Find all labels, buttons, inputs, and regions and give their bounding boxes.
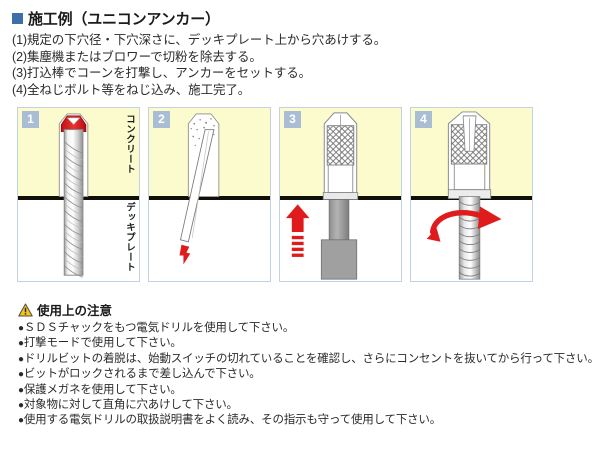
panel-number-badge: 3 bbox=[284, 111, 301, 128]
warning-triangle-icon bbox=[18, 303, 33, 316]
panel-number-badge: 2 bbox=[153, 111, 170, 128]
drill-bit-icon bbox=[58, 113, 89, 278]
procedure-step: (2)集塵機またはブロワーで切粉を除去する。 bbox=[12, 49, 262, 64]
procedure-step: (1)規定の下穴径・下穴深さに、デッキプレート上から穴あけする。 bbox=[12, 33, 387, 47]
below-deck-area bbox=[149, 200, 270, 281]
document-root: 施工例（ユニコンアンカー） (1)規定の下穴径・下穴深さに、デッキプレート上から… bbox=[12, 8, 599, 429]
procedure-step-list: (1)規定の下穴径・下穴深さに、デッキプレート上から穴あけする。 (2)集塵機ま… bbox=[12, 32, 590, 98]
page-title: 施工例（ユニコンアンカー） bbox=[12, 8, 590, 29]
caution-note: ●ドリルビットの着脱は、始動スイッチの切れていることを確認し、さらにコンセントを… bbox=[18, 352, 599, 367]
label-deck-plate: デッキプレート bbox=[124, 202, 135, 272]
caution-note: ●打撃モードで使用して下さい。 bbox=[18, 336, 590, 351]
panel-number-badge: 1 bbox=[22, 111, 39, 128]
illustration-panel-4: 4 bbox=[410, 107, 533, 282]
caution-note: ●使用する電気ドリルの取扱説明書をよく読み、その指示も守って使用して下さい。 bbox=[18, 413, 590, 428]
note-text: 使用する電気ドリルの取扱説明書をよく読み、その指示も守って使用して下さい。 bbox=[23, 414, 442, 427]
note-bullet: ● bbox=[18, 353, 24, 365]
note-text: ビットがロックされるまで差し込んで下さい。 bbox=[23, 368, 261, 381]
caution-section: 使用上の注意 ●ＳＤＳチャックをもつ電気ドリルを使用して下さい。 ●打撃モードで… bbox=[12, 300, 599, 429]
procedure-step: (4)全ねじボルト等をねじ込み、施工完了。 bbox=[12, 82, 251, 97]
illustration-panel-2: 2 bbox=[148, 107, 271, 282]
panel-number-badge: 4 bbox=[415, 111, 432, 128]
deck-plate-line bbox=[149, 196, 270, 200]
note-bullet: ● bbox=[18, 384, 24, 396]
caution-note: ●ビットがロックされるまで差し込んで下さい。 bbox=[18, 367, 590, 382]
note-bullet: ● bbox=[18, 415, 24, 427]
square-bullet-icon bbox=[12, 13, 23, 24]
caution-heading: 使用上の注意 bbox=[18, 300, 590, 319]
caution-note: ●保護メガネを使用して下さい。 bbox=[18, 383, 590, 398]
caution-title: 使用上の注意 bbox=[37, 304, 113, 318]
caution-note: ●ＳＤＳチャックをもつ電気ドリルを使用して下さい。 bbox=[18, 321, 590, 336]
illustration-panel-3: 3 bbox=[279, 107, 402, 282]
note-text: 打撃モードで使用して下さい。 bbox=[23, 337, 182, 350]
note-text: 対象物に対して直角に穴あけして下さい。 bbox=[23, 399, 238, 412]
note-bullet: ● bbox=[18, 323, 24, 334]
label-concrete: コンクリート bbox=[124, 114, 135, 174]
note-bullet: ● bbox=[18, 338, 24, 350]
note-bullet: ● bbox=[18, 369, 24, 381]
anchor-driving-icon bbox=[285, 112, 359, 280]
page-title-text: 施工例（ユニコンアンカー） bbox=[28, 11, 220, 28]
note-text: 保護メガネを使用して下さい。 bbox=[23, 383, 182, 396]
note-bullet: ● bbox=[18, 400, 24, 412]
caution-note: ●対象物に対して直角に穴あけして下さい。 bbox=[18, 398, 590, 413]
note-text: ドリルビットの着脱は、始動スイッチの切れていることを確認し、さらにコンセントを抜… bbox=[23, 352, 599, 365]
threaded-bolt-icon bbox=[426, 111, 502, 280]
note-text: ＳＤＳチャックをもつ電気ドリルを使用して下さい。 bbox=[23, 322, 295, 334]
caution-note-list: ●ＳＤＳチャックをもつ電気ドリルを使用して下さい。 ●打撃モードで使用して下さい… bbox=[18, 321, 599, 429]
illustration-panel-1: 1 コンクリート デッキプレート bbox=[17, 107, 140, 282]
illustration-panel-strip: 1 コンクリート デッキプレート bbox=[12, 107, 590, 284]
procedure-step: (3)打込棒でコーンを打撃し、アンカーをセットする。 bbox=[12, 66, 312, 80]
blower-nozzle-icon bbox=[179, 113, 220, 265]
